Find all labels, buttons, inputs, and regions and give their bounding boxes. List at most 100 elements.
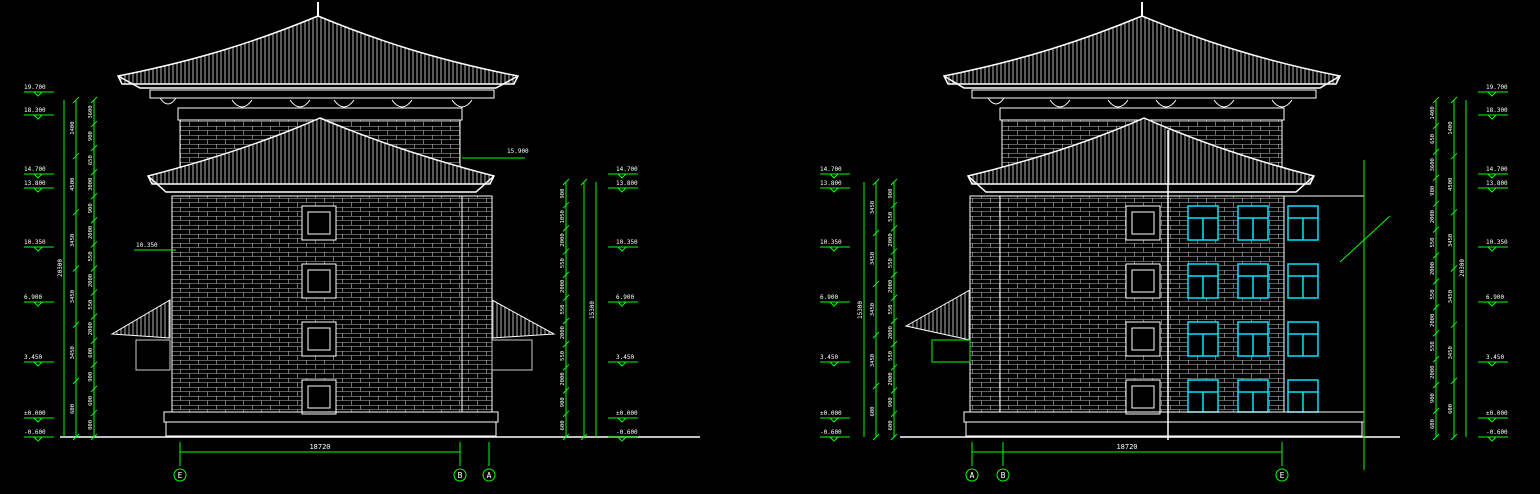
side-elevation-label: 10.350 bbox=[136, 242, 158, 249]
left-side-pavilion-roof bbox=[110, 299, 171, 339]
right-left-elevation-marker bbox=[829, 173, 839, 179]
left-outer-chain-tick bbox=[72, 321, 80, 329]
right-right-inner-chain-label: 550 bbox=[1430, 341, 1436, 351]
left-inner-chain-label: 2000 bbox=[88, 322, 94, 335]
right-left-inner-chain-tick bbox=[890, 294, 898, 302]
right-right-outer-chain-tick bbox=[1450, 208, 1458, 216]
left-inner-chain-label: 3000 bbox=[88, 178, 94, 191]
axis-label: B bbox=[458, 471, 463, 480]
right-right-outer-chain-label: 3450 bbox=[1448, 290, 1454, 303]
right-right-elevation-marker bbox=[1487, 417, 1497, 423]
right-right-total-label: 20300 bbox=[1459, 259, 1466, 277]
left-inner-chain-label: 2000 bbox=[88, 226, 94, 239]
left-side-pier bbox=[461, 195, 493, 413]
left-inner-chain-tick bbox=[90, 96, 98, 104]
right-left-inner-chain-tick bbox=[890, 271, 898, 279]
right-right-inner-chain-tick bbox=[1432, 278, 1440, 285]
left-bottom-dimension bbox=[179, 442, 490, 466]
left-inner-chain-label: 550 bbox=[88, 251, 94, 261]
right-left-outer-chain-tick bbox=[872, 178, 880, 186]
right-left-elevation-marker bbox=[829, 187, 839, 193]
right-left-inner-chain-tick bbox=[890, 364, 898, 371]
right-left-inner-chain-label: 550 bbox=[888, 351, 894, 361]
right-left-outer-chain-tick bbox=[872, 382, 880, 390]
right-right-outer-chain-tick bbox=[1450, 96, 1458, 104]
right-left-inner-chain-tick bbox=[890, 317, 898, 325]
right-right-inner-chain-label: 600 bbox=[1430, 419, 1436, 429]
axis-label: E bbox=[1280, 471, 1285, 480]
left-inner-chain-tick bbox=[90, 192, 98, 200]
left-right-inner-chain-label: 2000 bbox=[560, 233, 566, 246]
left-outer-elevation-marker bbox=[33, 361, 43, 367]
left-outer-chain-tick bbox=[72, 265, 80, 272]
left-inner-chain-tick bbox=[90, 337, 98, 345]
left-right-inner-chain-tick bbox=[562, 410, 570, 418]
right-left-outer-chain-label: 3450 bbox=[870, 354, 876, 367]
left-outer-chain-label: 1400 bbox=[70, 121, 76, 134]
right-left-elevation-label: 13.800 bbox=[820, 180, 842, 187]
right-right-elevation-label: 13.800 bbox=[1486, 180, 1508, 187]
left-outer-elevation-label: ±0.000 bbox=[24, 410, 46, 417]
right-right-inner-chain-tick bbox=[1432, 226, 1440, 233]
left-right-inner-chain-label: 1050 bbox=[560, 210, 566, 223]
left-outer-chain-label: 3450 bbox=[70, 346, 76, 359]
left-outer-elevation-marker bbox=[33, 417, 43, 423]
left-outer-elevation-label: 14.700 bbox=[24, 166, 46, 173]
left-outer-chain-tick bbox=[72, 377, 80, 385]
left-inner-chain-tick bbox=[90, 313, 98, 320]
right-right-outer-chain-tick bbox=[1450, 321, 1458, 329]
right-left-inner-chain-label: 600 bbox=[888, 420, 894, 430]
right-right-inner-chain-label: 650 bbox=[1430, 134, 1436, 144]
right-side-pavilion-roof bbox=[904, 289, 971, 341]
right-left-elevation-label: 6.900 bbox=[820, 294, 838, 301]
left-outer-elevation-marker bbox=[33, 187, 43, 193]
left-inner-chain-tick bbox=[90, 120, 98, 128]
left-outer-elevation-marker bbox=[33, 436, 43, 442]
left-inner-chain-tick bbox=[90, 409, 98, 417]
left-inner-chain-label: 800 bbox=[88, 420, 94, 430]
right-right-elevation-label: ±0.000 bbox=[1486, 410, 1508, 417]
right-right-inner-chain-tick bbox=[1432, 433, 1440, 441]
right-right-inner-chain-label: 2000 bbox=[1430, 366, 1436, 379]
left-right-inner-chain-label: 900 bbox=[560, 189, 566, 199]
left-outer-chain-tick bbox=[72, 208, 80, 216]
left-upper-roof bbox=[116, 2, 520, 121]
right-left-inner-chain-tick bbox=[890, 225, 898, 232]
left-right-elevation-marker bbox=[617, 436, 627, 442]
right-left-elevation-label: ±0.000 bbox=[820, 410, 842, 417]
right-right-inner-chain-tick bbox=[1432, 407, 1440, 415]
right-left-inner-chain-tick bbox=[890, 178, 898, 186]
left-right-inner-chain-tick bbox=[562, 387, 570, 394]
left-outer-elevation-marker bbox=[33, 173, 43, 179]
left-elevation: 18720 E B A 15.900 10.350 bbox=[60, 2, 700, 482]
left-outer-chain-label: 4500 bbox=[70, 178, 76, 191]
right-right-elevation-label: 6.900 bbox=[1486, 294, 1504, 301]
right-right-inner-chain-tick bbox=[1432, 174, 1440, 182]
right-right-inner-chain-tick bbox=[1432, 329, 1440, 337]
left-inner-chain-label: 900 bbox=[88, 131, 94, 141]
left-right-inner-chain-tick bbox=[562, 433, 570, 441]
right-elevation: 18720 A B E bbox=[900, 2, 1400, 482]
left-inner-chain-tick bbox=[90, 241, 98, 248]
left-right-inner-chain-tick bbox=[562, 225, 570, 232]
left-outer-chain-label: 600 bbox=[70, 404, 76, 414]
left-right-elevation-marker bbox=[617, 173, 627, 179]
right-left-outer-chain-tick bbox=[872, 229, 880, 237]
left-right-inner-chain-label: 550 bbox=[560, 351, 566, 361]
left-right-inner-chain-tick bbox=[562, 340, 570, 348]
left-right-elevation-marker bbox=[617, 417, 627, 423]
left-inner-chain-label: 2000 bbox=[88, 274, 94, 287]
left-right-elevation-label: 13.800 bbox=[616, 180, 638, 187]
right-right-elevation-marker bbox=[1487, 91, 1497, 97]
right-right-outer-chain-label: 3450 bbox=[1448, 346, 1454, 359]
right-right-outer-chain-label: 3450 bbox=[1448, 234, 1454, 247]
left-inner-chain-tick bbox=[90, 168, 98, 176]
left-outer-elevation-marker bbox=[33, 114, 43, 120]
left-inner-chain-label: 650 bbox=[88, 155, 94, 165]
left-windows bbox=[301, 205, 337, 415]
left-outer-elevation-label: 6.900 bbox=[24, 294, 42, 301]
left-right-inner-chain-label: 2000 bbox=[560, 280, 566, 293]
right-modern-windows bbox=[1187, 205, 1319, 413]
right-left-inner-chain-label: 900 bbox=[888, 397, 894, 407]
left-inner-chain-label: 900 bbox=[88, 203, 94, 213]
